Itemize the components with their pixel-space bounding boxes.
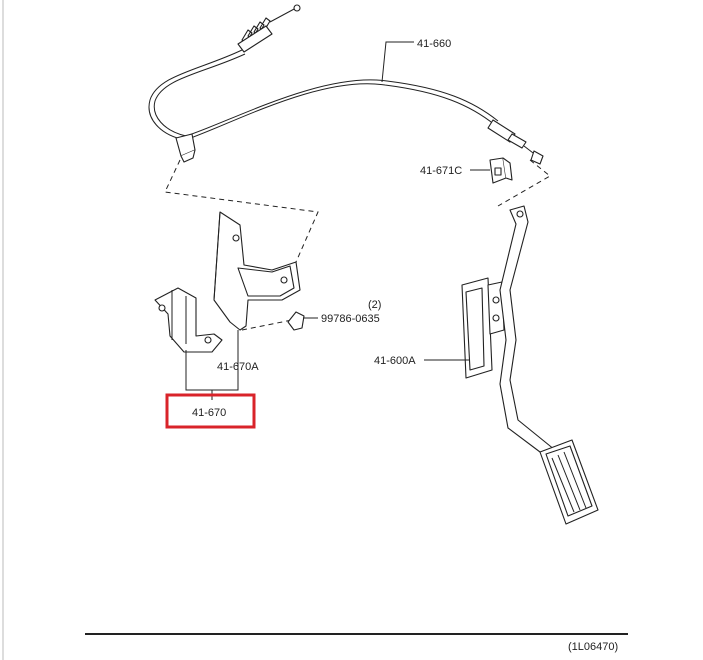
accelerator-cable — [148, 4, 544, 165]
label-bolt-qty: (2) — [368, 299, 381, 311]
label-cable: 41-660 — [417, 38, 451, 50]
label-bracket: 41-670 — [192, 407, 226, 419]
bracket-41-670 — [154, 287, 223, 353]
assembly-dashed-lines — [164, 159, 551, 331]
accelerator-pedal-assembly — [461, 205, 599, 525]
figure-code: (1L06470) — [568, 641, 618, 653]
bolt-99786-0635 — [287, 311, 318, 331]
label-bracket-a: 41-670A — [217, 361, 259, 373]
cable-clip — [489, 157, 513, 184]
label-pedal: 41-600A — [374, 355, 416, 367]
leader-lines — [185, 41, 490, 400]
label-bolt: 99786-0635 — [321, 313, 380, 325]
label-clip: 41-671C — [420, 165, 462, 177]
bracket-41-670a — [213, 211, 301, 331]
highlight-box — [165, 393, 256, 429]
